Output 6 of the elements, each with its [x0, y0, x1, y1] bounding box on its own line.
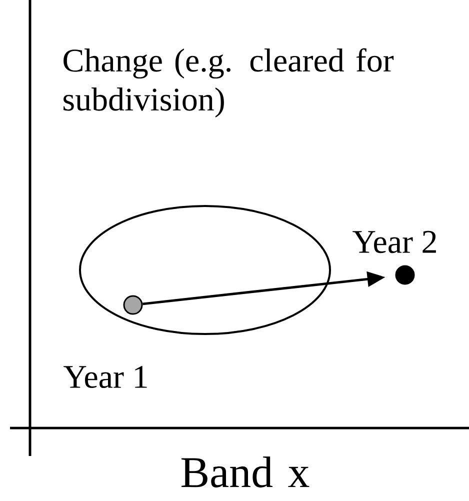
axis-title: Band x [182, 456, 310, 488]
point-label: Year 2 [352, 230, 436, 254]
data-point [395, 265, 415, 285]
data-point [123, 295, 143, 315]
annotation-text: Change (e.g. cleared for subdivision) [64, 48, 394, 118]
point-label: Year 1 [64, 366, 147, 388]
